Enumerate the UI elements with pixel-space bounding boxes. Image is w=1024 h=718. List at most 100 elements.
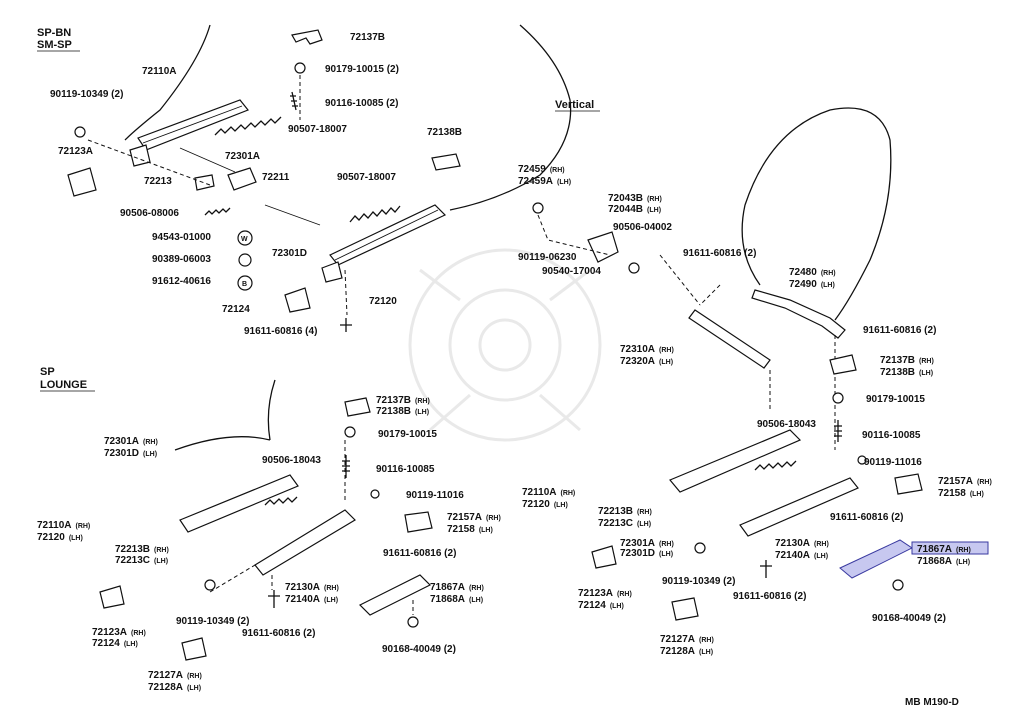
washer-90540 bbox=[628, 262, 640, 274]
bolt-90179-l bbox=[344, 426, 356, 438]
part-label-90506-18043: 90506-18043 bbox=[262, 455, 321, 466]
part-label-72310a: 72310A bbox=[620, 344, 655, 355]
part-label-72157a: 72157A bbox=[938, 476, 973, 487]
side-note: (LH) bbox=[69, 535, 83, 542]
center-line-vertical bbox=[537, 214, 836, 450]
part-label-72123a: 72123A bbox=[92, 627, 127, 638]
side-note: (LH) bbox=[610, 603, 624, 610]
clip-72137b-v bbox=[829, 354, 857, 375]
cover-71867a-v bbox=[839, 539, 913, 579]
center-line-top-a bbox=[87, 75, 348, 316]
part-label-90507-18007: 90507-18007 bbox=[337, 172, 396, 183]
part-label-72459: 72459 bbox=[518, 164, 546, 175]
side-note: (RH) bbox=[131, 630, 146, 637]
part-label-90506-04002: 90506-04002 bbox=[613, 222, 672, 233]
part-label-90119-11016: 90119-11016 bbox=[406, 490, 464, 501]
part-label-72127a: 72127A bbox=[660, 634, 695, 645]
part-label-90540-17004: 90540-17004 bbox=[542, 266, 601, 277]
clip-72124-top bbox=[284, 287, 311, 313]
side-note: (LH) bbox=[187, 685, 201, 692]
part-label-72138b: 72138B bbox=[376, 406, 411, 417]
part-label-72110a: 72110A bbox=[522, 487, 556, 498]
side-note: (RH) bbox=[659, 347, 674, 354]
side-note: (RH) bbox=[324, 585, 339, 592]
part-label-72158: 72158 bbox=[938, 488, 966, 499]
rail-72110a bbox=[129, 99, 249, 167]
part-label-72459a: 72459A bbox=[518, 176, 553, 187]
clip-72127a-v bbox=[671, 597, 699, 621]
section-sp-lounge: SP LOUNGE bbox=[40, 366, 95, 392]
side-note: (RH) bbox=[647, 196, 662, 203]
part-label-90119-06230: 90119-06230 bbox=[518, 252, 577, 263]
part-label-72044b: 72044B bbox=[608, 204, 643, 215]
bolt-90116-l bbox=[342, 455, 350, 478]
side-note: (RH) bbox=[469, 585, 484, 592]
part-label-90116-10085: 90116-10085 bbox=[376, 464, 435, 475]
side-note: (RH) bbox=[699, 637, 714, 644]
part-label-90506-18043: 90506-18043 bbox=[757, 419, 816, 430]
part-label-72124: 72124 bbox=[578, 600, 606, 611]
part-label-72480: 72480 bbox=[789, 267, 817, 278]
part-label-90507-18007: 90507-18007 bbox=[288, 124, 347, 135]
section-sp-bn: SP-BN SM-SP bbox=[37, 27, 80, 52]
part-label-72138b: 72138B bbox=[427, 127, 462, 138]
washer-94543 bbox=[237, 230, 253, 246]
side-note: (LH) bbox=[324, 597, 338, 604]
cover-72157a-l bbox=[404, 511, 433, 533]
watermark-emblem bbox=[408, 248, 602, 442]
cover-72157a bbox=[894, 473, 923, 495]
part-label-72213b: 72213B bbox=[115, 544, 150, 555]
side-note: (RH) bbox=[821, 270, 836, 277]
part-72213 bbox=[194, 174, 215, 191]
part-label-72320a: 72320A bbox=[620, 356, 655, 367]
part-label-72158: 72158 bbox=[447, 524, 475, 535]
side-note: (RH) bbox=[919, 358, 934, 365]
side-note: (LH) bbox=[699, 649, 713, 656]
bolt-91611-v bbox=[760, 560, 772, 578]
link-72480 bbox=[751, 289, 846, 339]
side-note: (RH) bbox=[550, 167, 565, 174]
side-note: (LH) bbox=[659, 551, 673, 558]
part-label-72137b: 72137B bbox=[350, 32, 385, 43]
spring-90507-mid bbox=[349, 205, 401, 223]
part-label-71868a: 71868A bbox=[917, 556, 952, 567]
section-vertical-label: Vertical bbox=[555, 99, 594, 111]
side-note: (LH) bbox=[415, 409, 429, 416]
side-note: (RH) bbox=[977, 479, 992, 486]
bolt-90179 bbox=[294, 62, 306, 74]
side-note: (LH) bbox=[637, 521, 651, 528]
part-label-91611-60816-2: 91611-60816 (2) bbox=[830, 512, 903, 523]
part-label-72110a: 72110A bbox=[142, 66, 176, 77]
part-label-90179-10015: 90179-10015 bbox=[866, 394, 925, 405]
crossbar-72310a bbox=[688, 309, 771, 369]
side-note: (LH) bbox=[557, 179, 571, 186]
bolt-90119-10349-v bbox=[694, 542, 706, 554]
part-label-72213: 72213 bbox=[144, 176, 172, 187]
clip-72137b-l bbox=[344, 397, 371, 417]
side-note: (LH) bbox=[919, 370, 933, 377]
rail-72110a-l bbox=[179, 474, 299, 533]
bolt-90119-top bbox=[74, 126, 86, 138]
part-label-72128a: 72128A bbox=[148, 682, 183, 693]
part-label-71867a: 71867A bbox=[917, 544, 952, 555]
side-note: (RH) bbox=[75, 523, 90, 530]
seat-outline-lounge bbox=[174, 379, 276, 451]
part-label-72157a: 72157A bbox=[447, 512, 482, 523]
part-label-72213b: 72213B bbox=[598, 506, 633, 517]
part-label-72127a: 72127A bbox=[148, 670, 183, 681]
side-note: (LH) bbox=[814, 553, 828, 560]
part-label-72130a: 72130A bbox=[775, 538, 810, 549]
highlight-71867a bbox=[911, 541, 989, 555]
part-label-91611-60816-2: 91611-60816 (2) bbox=[863, 325, 936, 336]
part-label-90116-10085: 90116-10085 bbox=[862, 430, 921, 441]
rail-72110a-v bbox=[669, 429, 802, 493]
part-label-72120: 72120 bbox=[522, 499, 550, 510]
diagram-code: MB M190-D bbox=[905, 697, 959, 708]
part-label-90119-10349-2: 90119-10349 (2) bbox=[176, 616, 249, 627]
part-label-72043b: 72043B bbox=[608, 193, 643, 204]
part-label-90116-10085-2: 90116-10085 (2) bbox=[325, 98, 398, 109]
spring-90506-08006 bbox=[204, 207, 231, 216]
part-label-72138b: 72138B bbox=[880, 367, 915, 378]
